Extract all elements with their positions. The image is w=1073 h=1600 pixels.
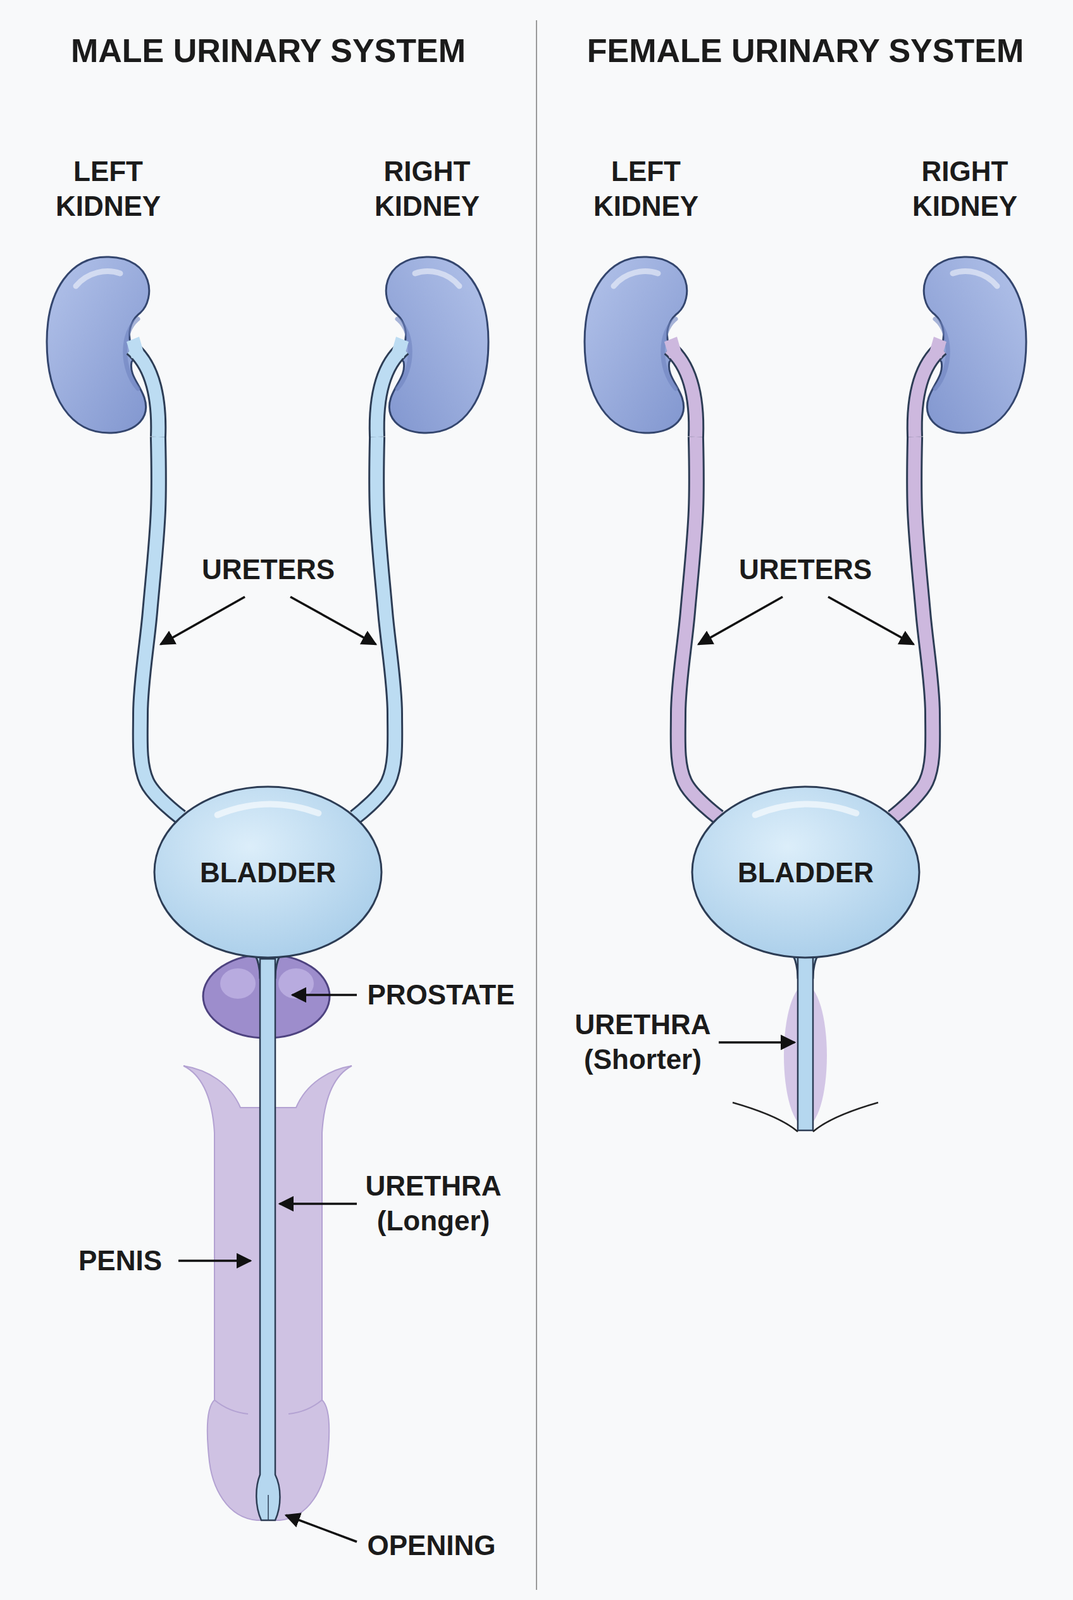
prostate-highlight <box>220 967 256 999</box>
kidney-body <box>46 256 150 433</box>
kidney-shape <box>584 256 696 437</box>
ureter-stub <box>669 347 696 437</box>
callout-label: PROSTATE <box>346 976 536 1012</box>
bladder-node: BLADDER <box>690 785 921 959</box>
kidney-outline <box>43 253 174 437</box>
urethra-opening <box>267 1494 269 1520</box>
kidney-highlight <box>952 271 998 286</box>
ureter-stub-outline <box>669 347 696 437</box>
bladder-label: BLADDER <box>737 854 874 890</box>
callout-label: URETHRA (Longer) <box>357 1167 510 1238</box>
ureter-stub-outline <box>377 347 404 437</box>
kidney-highlight <box>415 271 460 286</box>
panel-heading: FEMALE URINARY SYSTEM <box>552 30 1059 72</box>
ureter-stub-outline <box>131 347 159 437</box>
ureter-stub <box>914 347 942 437</box>
callout-label: URETHRA (Shorter) <box>566 1006 719 1077</box>
leader-arrow <box>290 596 376 645</box>
renal-pelvis <box>928 336 947 359</box>
renal-pelvis <box>664 336 683 359</box>
bladder-node: BLADDER <box>153 785 383 959</box>
renal-pelvis <box>126 336 145 359</box>
kidney-shape <box>46 256 159 437</box>
bladder-text-holder: BLADDER <box>690 785 921 959</box>
kidney-node: RIGHT KIDNEY <box>361 153 493 437</box>
ureter-outline <box>140 436 181 817</box>
kidney-outline <box>361 253 493 437</box>
callout-label: OPENING <box>336 1527 527 1563</box>
kidney-shape <box>377 256 489 437</box>
ureter-tube <box>354 436 395 817</box>
ureter-outline <box>892 436 933 817</box>
kidney-node: LEFT KIDNEY <box>43 153 174 437</box>
ureter-lumen <box>354 436 395 817</box>
ureter-tube <box>678 436 719 817</box>
female-urethra <box>797 955 813 1130</box>
ureter-stub-outline <box>914 347 942 437</box>
kidney-label: RIGHT KIDNEY <box>886 153 1043 224</box>
bladder-text-holder: BLADDER <box>153 785 383 959</box>
kidney-node: RIGHT KIDNEY <box>899 153 1030 437</box>
ureter-lumen <box>892 436 933 817</box>
ureter-lumen <box>678 436 719 817</box>
panel-divider <box>535 20 538 1590</box>
ureter-stub <box>131 347 159 437</box>
renal-pelvis <box>390 336 409 359</box>
kidney-label: RIGHT KIDNEY <box>349 153 505 224</box>
kidney-label: LEFT KIDNEY <box>568 153 724 224</box>
bladder-highlight <box>755 803 857 815</box>
vulva-outline <box>732 1102 879 1132</box>
kidney-highlight <box>75 271 121 286</box>
bladder-highlight <box>217 803 319 815</box>
leader-arrow <box>178 1259 251 1262</box>
ureter-tube <box>892 436 933 817</box>
ureter-outline <box>678 436 719 817</box>
kidney-body <box>923 256 1027 433</box>
leader-arrow <box>292 993 357 996</box>
bladder-label: BLADDER <box>199 854 336 890</box>
leader-arrow <box>718 1040 795 1044</box>
kidney-label: LEFT KIDNEY <box>30 153 187 224</box>
leader-arrow <box>285 1514 357 1542</box>
ureter-tube <box>140 436 181 817</box>
kidney-highlight <box>613 271 658 286</box>
callout-label: PENIS <box>50 1242 190 1278</box>
kidney-outline <box>580 253 712 437</box>
panel-heading: MALE URINARY SYSTEM <box>15 30 522 72</box>
leader-arrow <box>828 596 914 645</box>
kidney-body <box>385 256 489 433</box>
ureter-lumen <box>140 436 181 817</box>
kidney-outline <box>899 253 1030 437</box>
callout-label: URETERS <box>704 551 907 587</box>
leader-arrow <box>160 596 245 645</box>
male-urethra <box>256 958 280 1520</box>
ureter-stub <box>377 347 404 437</box>
callout-label: URETERS <box>167 551 370 587</box>
bladder-body <box>692 786 920 958</box>
leader-arrow <box>279 1202 357 1205</box>
kidney-body <box>584 256 688 433</box>
kidney-node: LEFT KIDNEY <box>580 153 712 437</box>
ureter-outline <box>354 436 395 817</box>
kidney-shape <box>914 256 1027 437</box>
bladder-body <box>154 786 382 958</box>
leader-arrow <box>698 596 783 645</box>
